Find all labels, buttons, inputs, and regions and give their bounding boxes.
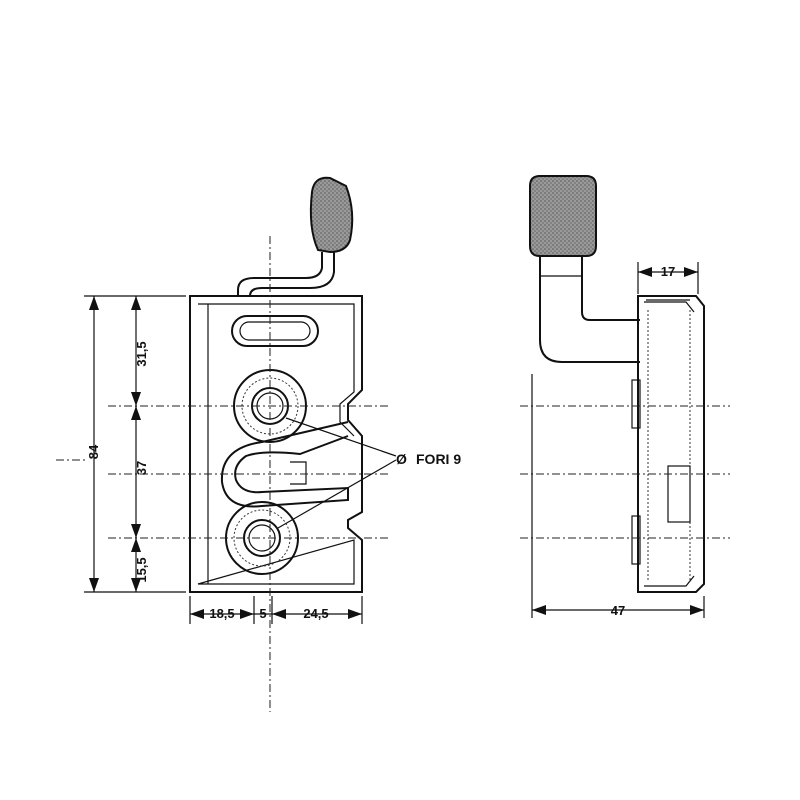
dim-width-mid: 5 — [259, 606, 266, 621]
front-plate-outline — [189, 295, 363, 593]
callout-leader-lower — [277, 459, 397, 529]
side-cam-window — [667, 465, 691, 523]
front-latch-cam — [220, 421, 349, 508]
front-handle-rod-inner — [249, 252, 335, 297]
dim-lower-offset: 15,5 — [134, 557, 149, 582]
side-upper-boss — [631, 379, 641, 429]
front-slot — [231, 315, 319, 347]
callout-diameter-symbol: Ø — [396, 451, 407, 467]
dim-hole-spacing: 37 — [134, 461, 149, 475]
dim-side-width-total: 47 — [611, 603, 625, 618]
front-handle-knob — [309, 176, 354, 254]
hole-callout: Ø FORI 9 — [277, 417, 461, 529]
dim-width-right: 24,5 — [303, 606, 328, 621]
side-handle-knob — [529, 175, 597, 257]
dim-upper-offset: 31,5 — [134, 341, 149, 366]
front-handle-rod — [237, 252, 323, 296]
front-slot-inner — [239, 321, 311, 341]
callout-text: FORI 9 — [416, 451, 461, 467]
front-latch-notch — [290, 461, 307, 485]
front-view — [56, 176, 390, 712]
front-dimensions: 84 31,5 37 15,5 18,5 5 24,5 — [84, 295, 363, 624]
side-handle-stem — [539, 256, 640, 363]
side-body-outline — [637, 295, 705, 593]
side-view — [520, 175, 730, 593]
dim-width-left: 18,5 — [209, 606, 234, 621]
dim-height-total: 84 — [86, 444, 101, 459]
dim-side-depth-top: 17 — [661, 264, 675, 279]
side-lower-boss — [631, 515, 641, 565]
side-dimensions: 17 47 — [531, 262, 705, 618]
callout-leader-upper — [285, 417, 397, 457]
